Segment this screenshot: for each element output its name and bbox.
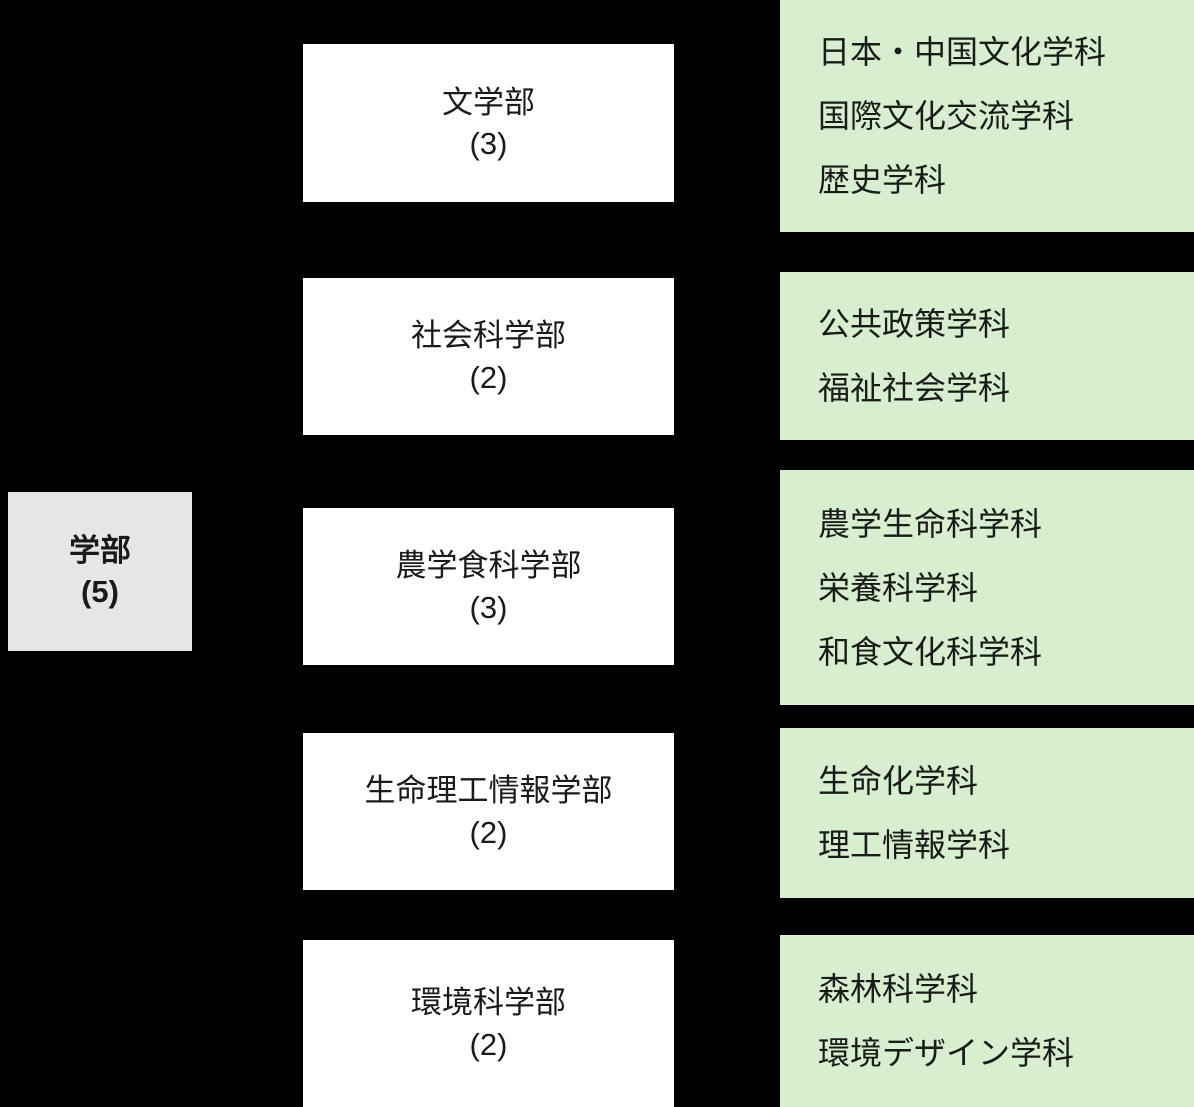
- department-panel-5: 森林科学科 環境デザイン学科: [780, 935, 1194, 1107]
- department-item[interactable]: 和食文化科学科: [818, 633, 1043, 670]
- department-item[interactable]: 日本・中国文化学科: [818, 34, 1107, 70]
- department-item[interactable]: 森林科学科: [818, 971, 979, 1007]
- department-item[interactable]: 福祉社会学科: [818, 370, 1011, 406]
- faculty-label-3: 農学食科学部: [395, 548, 582, 584]
- department-panel-2: 公共政策学科 福祉社会学科: [780, 272, 1194, 440]
- department-item[interactable]: 環境デザイン学科: [818, 1035, 1075, 1071]
- faculty-label-4: 生命理工情報学部: [364, 773, 613, 809]
- root-node-label: 学部: [69, 532, 131, 568]
- faculty-count-2: (2): [469, 359, 508, 395]
- department-item[interactable]: 生命化学科: [818, 763, 979, 799]
- root-node-faculties[interactable]: 学部 (5): [8, 492, 192, 651]
- faculty-box-3[interactable]: 農学食科学部 (3): [303, 508, 674, 665]
- faculty-box-2[interactable]: 社会科学部 (2): [303, 278, 674, 435]
- department-item[interactable]: 歴史学科: [818, 162, 947, 198]
- faculty-count-5: (2): [469, 1026, 508, 1062]
- faculty-label-5: 環境科学部: [411, 985, 566, 1021]
- faculty-box-5[interactable]: 環境科学部 (2): [303, 940, 674, 1107]
- faculty-label-2: 社会科学部: [411, 318, 566, 354]
- department-panel-1: 日本・中国文化学科 国際文化交流学科 歴史学科: [780, 0, 1194, 232]
- department-item[interactable]: 理工情報学科: [818, 827, 1011, 863]
- department-item[interactable]: 国際文化交流学科: [818, 98, 1075, 134]
- department-item[interactable]: 公共政策学科: [818, 306, 1011, 342]
- root-node-count: (5): [81, 573, 119, 609]
- department-panel-4: 生命化学科 理工情報学科: [780, 728, 1194, 898]
- faculty-count-4: (2): [469, 814, 508, 850]
- faculty-label-1: 文学部: [442, 84, 535, 120]
- faculty-count-3: (3): [469, 589, 508, 625]
- department-item[interactable]: 栄養科学科: [818, 569, 979, 606]
- faculty-count-1: (3): [469, 126, 508, 161]
- faculty-box-1[interactable]: 文学部 (3): [303, 44, 674, 202]
- department-item[interactable]: 農学生命科学科: [818, 505, 1043, 542]
- faculty-box-4[interactable]: 生命理工情報学部 (2): [303, 733, 674, 890]
- department-panel-3: 農学生命科学科 栄養科学科 和食文化科学科: [780, 470, 1194, 705]
